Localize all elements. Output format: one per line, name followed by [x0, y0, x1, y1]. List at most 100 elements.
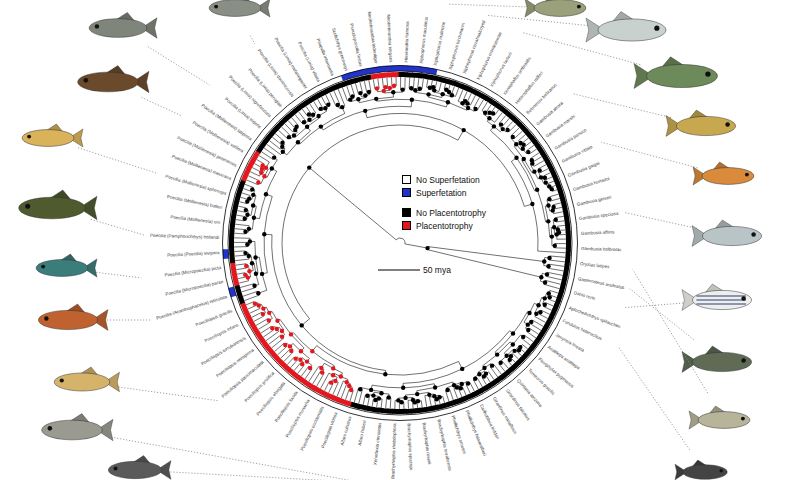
branch-arc — [511, 136, 514, 139]
ancestral-state-dot — [270, 166, 274, 170]
ancestral-state-dot — [375, 86, 379, 90]
ancestral-state-dot — [302, 120, 306, 124]
branch-line — [489, 372, 494, 380]
ancestral-state-dot — [514, 142, 518, 146]
leader-line — [115, 387, 217, 401]
branch-line — [314, 101, 319, 110]
ancestral-state-dot — [252, 215, 256, 219]
branch-line — [234, 242, 247, 243]
branch-line — [539, 165, 547, 169]
branch-arc — [535, 311, 538, 317]
ring-outline — [228, 71, 572, 415]
branch-arc — [317, 346, 459, 375]
branch-line — [503, 118, 510, 126]
scale-label: 50 mya — [423, 265, 451, 275]
branch-line — [517, 352, 521, 356]
branch-arc — [522, 143, 525, 146]
branch-line — [547, 276, 562, 279]
branch-line — [553, 203, 561, 205]
leader-line — [523, 33, 641, 65]
branch-arc — [302, 121, 305, 124]
ancestral-state-dot — [413, 88, 417, 92]
branch-line — [318, 99, 323, 108]
ancestral-state-dot — [350, 94, 354, 98]
branch-line — [269, 335, 281, 344]
branch-arc — [462, 105, 475, 111]
branch-arc — [504, 335, 520, 353]
species-label: Gambusia affinis — [581, 229, 615, 236]
branch-arc — [254, 263, 259, 285]
leader-line — [619, 347, 690, 450]
legend-label: Superfetation — [416, 188, 467, 198]
ancestral-state-dot — [446, 100, 450, 104]
leader-line — [93, 272, 141, 278]
branch-line — [550, 256, 566, 257]
branch-line — [326, 95, 331, 104]
branch-arc — [259, 257, 266, 290]
branch-line — [287, 357, 294, 365]
ancestral-state-dot — [347, 384, 351, 388]
fish-eye — [654, 26, 659, 31]
ancestral-state-dot — [260, 272, 264, 276]
fish-illustration — [19, 190, 97, 220]
ancestral-state-dot — [262, 232, 266, 236]
ancestral-state-dot — [410, 98, 414, 102]
branch-line — [305, 369, 312, 379]
branch-line — [549, 264, 565, 266]
branch-arc — [514, 146, 532, 173]
ancestral-state-dot — [526, 322, 530, 326]
branch-line — [341, 385, 346, 398]
branch-line — [550, 290, 558, 293]
ancestral-state-dot — [445, 388, 449, 392]
branch-line — [553, 212, 563, 214]
ancestral-state-dot — [256, 303, 260, 307]
ancestral-state-dot — [427, 393, 431, 397]
ancestral-state-dot — [307, 118, 311, 122]
branch-line — [532, 320, 543, 326]
branch-line — [234, 250, 245, 252]
branch-line — [430, 397, 432, 406]
ancestral-state-dot — [546, 264, 550, 268]
branch-line — [509, 124, 516, 131]
fish-illustration — [42, 414, 113, 441]
fish-illustration — [682, 346, 752, 372]
ancestral-state-dot — [483, 110, 487, 114]
branch-arc — [307, 113, 311, 116]
legend-swatch — [402, 188, 411, 197]
ancestral-state-dot — [251, 193, 255, 197]
fish-eye — [27, 135, 31, 139]
branch-line — [482, 102, 487, 111]
ancestral-state-dot — [261, 306, 265, 310]
ancestral-state-dot — [253, 255, 257, 259]
ancestral-state-dot — [307, 165, 311, 169]
branch-arc — [511, 162, 538, 252]
branch-line — [531, 153, 540, 159]
ancestral-state-dot — [534, 312, 538, 316]
ancestral-state-dot — [287, 135, 291, 139]
branch-arc — [543, 293, 547, 304]
ancestral-state-dot — [477, 372, 481, 376]
fish-body — [692, 290, 751, 309]
fish-body — [42, 420, 103, 440]
leader-line — [573, 94, 671, 118]
ancestral-state-dot — [382, 89, 386, 93]
branch-arc — [530, 165, 537, 179]
ancestral-state-dot — [530, 202, 534, 206]
fish-eye — [48, 426, 53, 431]
ancestral-state-dot — [526, 328, 530, 332]
branch-line — [513, 354, 518, 359]
branch-line — [359, 390, 363, 404]
fish-illustration — [693, 162, 754, 185]
branch-arc — [329, 373, 337, 377]
branch-line — [541, 310, 550, 314]
fish-body — [702, 168, 754, 185]
branch-arc — [275, 326, 279, 331]
ancestral-state-dot — [455, 385, 459, 389]
ancestral-state-dot — [543, 296, 547, 300]
fish-eye — [60, 378, 64, 382]
species-label: Xiphophorus maculatus — [418, 16, 428, 63]
branch-line — [551, 185, 556, 187]
ancestral-state-dot — [535, 188, 539, 192]
leader-line — [167, 472, 412, 480]
branch-arc — [305, 116, 314, 123]
